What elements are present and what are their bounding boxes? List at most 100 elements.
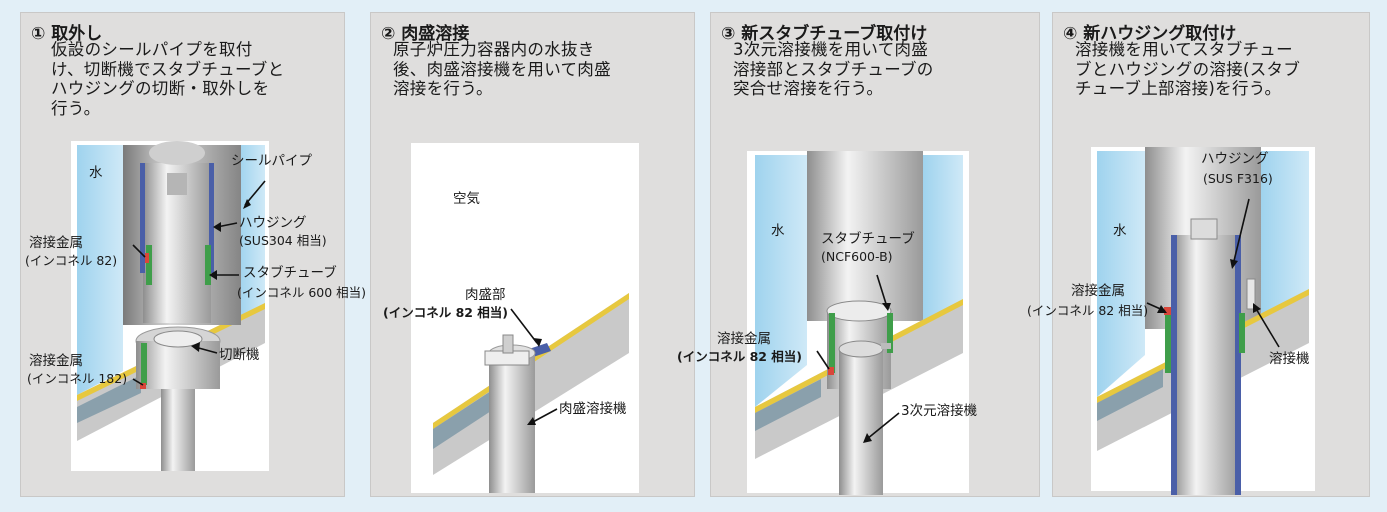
desc-line: 行う。 — [51, 98, 101, 118]
housing-material-label: (SUS F316) — [1203, 171, 1273, 186]
stub-tube-label: スタブチューブ — [821, 231, 915, 247]
welder-3d-nozzle — [881, 343, 891, 349]
wall-shadow — [1097, 369, 1163, 421]
buildup-illustration — [411, 143, 639, 493]
seal-pipe-label: シールパイプ — [231, 153, 312, 169]
cutter-shaft — [161, 389, 195, 471]
leader-lines — [816, 274, 900, 440]
housing-label: ハウジング — [1201, 151, 1269, 167]
desc-line: 後、肉盛溶接機を用いて肉盛 — [393, 59, 611, 79]
water-label: 水 — [89, 165, 103, 181]
desc-line: 仮設のシールパイプを取付 — [51, 40, 253, 59]
panel-buildup-welding: ② 肉盛溶接 原子炉圧力容器内の水抜き 後、肉盛溶接機を用いて肉盛 溶接を行う。… — [370, 12, 695, 497]
wall-shadow — [755, 379, 821, 431]
welder-3d — [839, 349, 883, 495]
weld-metal-mark — [828, 367, 834, 375]
weld-metal-2-material-label: (インコネル 182) — [27, 371, 128, 386]
weld-metal-2-mark — [140, 383, 146, 389]
desc-line: ハウジングの切断・取外しを — [51, 79, 270, 98]
stub-tube-left — [829, 313, 835, 373]
arrow-housing — [213, 222, 221, 232]
vessel-column — [807, 151, 923, 321]
arrow-heads — [527, 338, 542, 425]
weld-metal-label: 溶接金属 — [1071, 283, 1125, 299]
leader-weld-metal-1 — [132, 244, 146, 258]
stub-tube-right — [887, 313, 893, 353]
panel-title: ① 取外し — [31, 24, 103, 44]
desc-line: 溶接部とスタブチューブの — [733, 59, 934, 79]
stub-tube-material-label: (インコネル 600 相当) — [237, 285, 367, 300]
welder-label: 肉盛溶接機 — [559, 401, 627, 417]
water-region — [77, 145, 123, 395]
stub-tube-right — [1239, 313, 1245, 353]
housing-label: ハウジング — [239, 215, 307, 231]
housing-wall-right — [209, 163, 214, 273]
arrow-welder — [1253, 303, 1261, 313]
panel-description: 原子炉圧力容器内の水抜き 後、肉盛溶接機を用いて肉盛 溶接を行う。 — [393, 40, 611, 99]
panel-title: ② 肉盛溶接 — [381, 24, 470, 44]
buildup-label: 肉盛部 — [465, 287, 506, 303]
water-label: 水 — [1113, 223, 1127, 239]
panel-description: 3次元溶接機を用いて肉盛 溶接部とスタブチューブの 突合せ溶接を行う。 — [733, 40, 934, 99]
arrow-welder — [527, 417, 536, 425]
water-region-right — [923, 155, 963, 323]
arrow-stub-tube — [882, 303, 891, 311]
water-region-right — [1261, 151, 1309, 315]
weld-metal-label: 溶接金属 — [717, 331, 771, 347]
panel-title: ③ 新スタブチューブ取付け — [721, 24, 928, 44]
cutter-label: 切断機 — [219, 347, 260, 363]
panel-title: ④ 新ハウジング取付け — [1063, 24, 1237, 44]
stub-tube-material-label: (NCF600-B) — [821, 249, 893, 264]
leader-lines — [510, 308, 558, 424]
panel-new-stub-tube: ③ 新スタブチューブ取付け 3次元溶接機を用いて肉盛 溶接部とスタブチューブの … — [677, 12, 1040, 497]
stub-tube-top — [826, 300, 892, 322]
arrow-stub-tube — [209, 270, 217, 280]
wall-shadow — [433, 391, 491, 449]
panel-description: 仮設のシールパイプを取付 け、切断機でスタブチューブと ハウジングの切断・取外し… — [51, 40, 284, 118]
cutter-ring — [153, 330, 203, 348]
buildup-material-label: (インコネル 82 相当) — [383, 305, 509, 320]
leader-stub-tube — [876, 274, 888, 308]
stub-tube-illustration — [747, 151, 969, 495]
welder-label: 溶接機 — [1269, 351, 1310, 367]
arrow-heads — [863, 303, 891, 443]
arrow-buildup — [533, 338, 542, 347]
weld-metal-material-label: (インコネル 82 相当) — [1027, 303, 1149, 318]
stub-tube-left — [146, 245, 152, 285]
desc-line: ブとハウジングの溶接(スタブ — [1075, 59, 1301, 79]
panel-new-housing: ④ 新ハウジング取付け 溶接機を用いてスタブチュー ブとハウジングの溶接(スタブ… — [1027, 12, 1370, 497]
leader-welder-3d — [866, 412, 900, 440]
housing-material-label: (SUS304 相当) — [239, 233, 327, 248]
housing — [1173, 235, 1239, 495]
air-label: 空気 — [453, 191, 480, 207]
weld-metal-1-mark — [145, 253, 149, 263]
leader-welder — [1254, 306, 1280, 348]
leader-weld-metal — [816, 350, 830, 370]
arrow-seal-pipe — [243, 199, 251, 209]
housing-wall-left — [1171, 235, 1177, 495]
water-region — [1097, 151, 1145, 397]
welder-3d-top — [838, 340, 884, 358]
weld-metal-1-label: 溶接金属 — [29, 235, 83, 251]
cutter — [136, 341, 220, 389]
water-region — [755, 155, 807, 407]
stub-tube-label: スタブチューブ — [243, 265, 337, 281]
desc-line: 原子炉圧力容器内の水抜き — [393, 40, 595, 59]
weld-metal-material-label: (インコネル 82 相当) — [677, 349, 803, 364]
housing-top — [149, 141, 205, 165]
housing-wall-left — [140, 163, 145, 273]
water-label: 水 — [771, 223, 785, 239]
leader-housing — [1232, 198, 1250, 266]
wall-shadow — [77, 375, 141, 423]
leader-welder — [530, 408, 558, 424]
weld-metal-2-label: 溶接金属 — [29, 353, 83, 369]
removal-illustration — [71, 141, 269, 471]
housing-illustration — [1091, 147, 1315, 495]
arrow-housing — [1230, 259, 1238, 269]
welder-torch — [502, 334, 514, 354]
leader-weld-metal-2 — [132, 378, 144, 386]
desc-line: 3次元溶接機を用いて肉盛 — [733, 40, 929, 59]
arrow-cutter — [191, 342, 200, 352]
housing-neck — [167, 173, 187, 195]
